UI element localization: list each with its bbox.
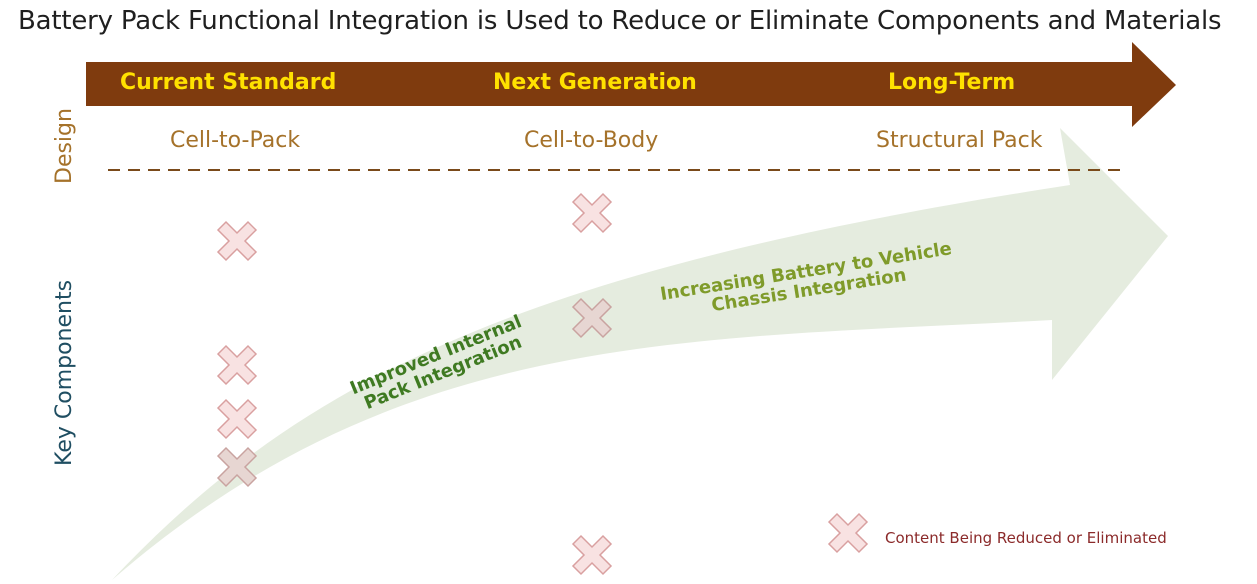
timeline-arrow (86, 42, 1176, 127)
row-label-key-components: Key Components (52, 279, 77, 466)
design-cell-to-body: Cell-to-Body (524, 128, 659, 153)
row-label-design: Design (52, 108, 77, 184)
x-mark-icon (571, 534, 613, 576)
phase-next-generation: Next Generation (493, 70, 697, 95)
x-mark-icon (216, 398, 258, 440)
phase-current-standard: Current Standard (120, 70, 337, 95)
x-mark-icon (216, 344, 258, 386)
phase-long-term: Long-Term (888, 70, 1016, 95)
x-mark-icon (216, 446, 258, 488)
x-mark-icon (571, 192, 613, 234)
legend-label: Content Being Reduced or Eliminated (885, 529, 1167, 547)
design-structural-pack: Structural Pack (876, 128, 1043, 153)
x-mark-icon (216, 220, 258, 262)
design-cell-to-pack: Cell-to-Pack (170, 128, 301, 153)
integration-curve-arrow (112, 128, 1168, 580)
x-mark-icon (571, 297, 613, 339)
legend-x-mark-icon (827, 512, 869, 554)
diagram-title: Battery Pack Functional Integration is U… (18, 6, 1222, 36)
